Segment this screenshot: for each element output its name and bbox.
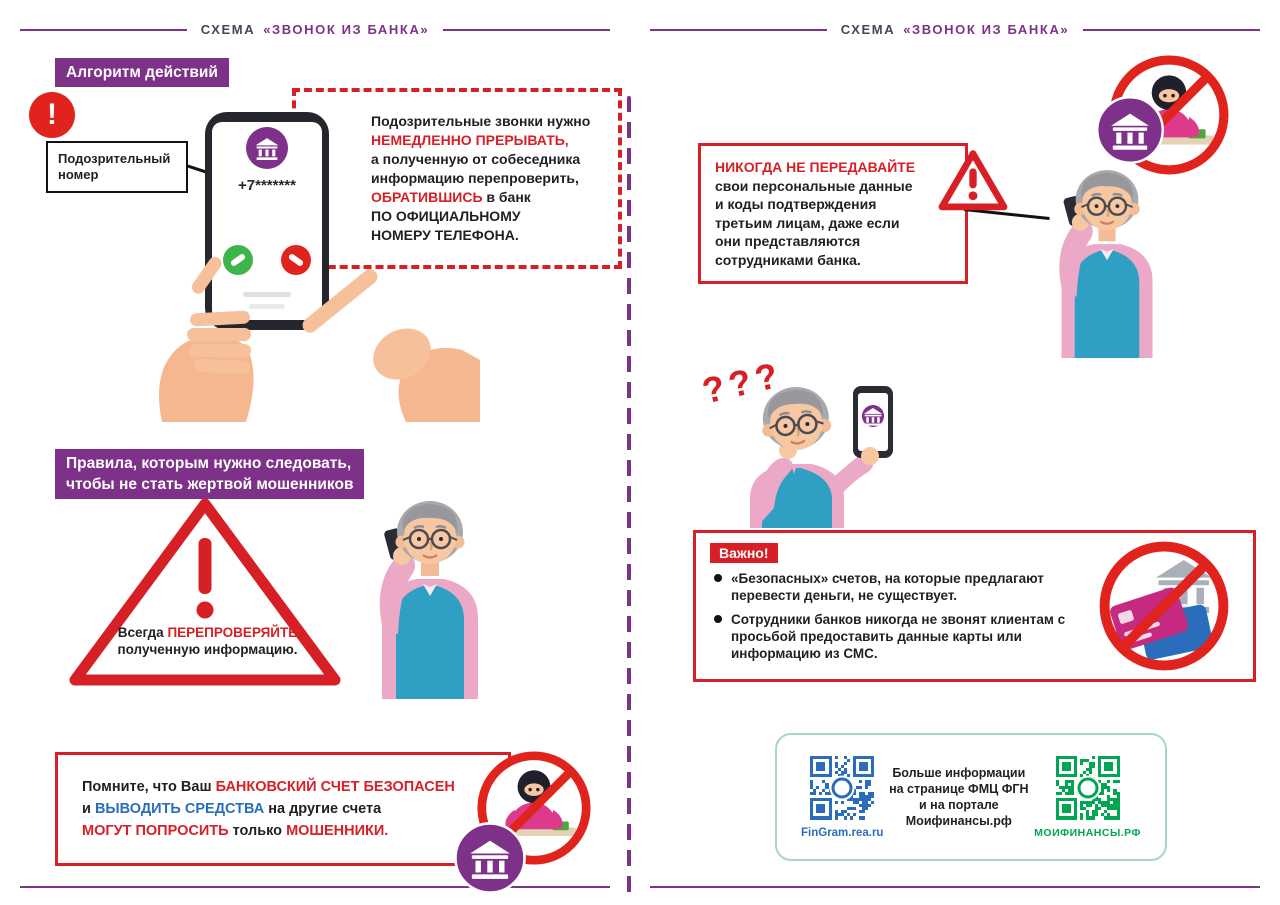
cards-prohibition-icon <box>1098 540 1230 672</box>
bullet-dot-icon <box>714 574 722 582</box>
page-title-prefix: СХЕМА <box>840 22 896 37</box>
important-bullet: Сотрудники банков никогда не звонят клие… <box>714 611 1110 662</box>
bank-badge-icon <box>452 820 528 896</box>
important-bullet: «Безопасных» счетов, на которые предлага… <box>714 570 1110 604</box>
qr-code-fingram <box>810 755 875 820</box>
elderly-man-illustration <box>1012 154 1202 358</box>
warning-triangle-icon <box>936 146 1010 213</box>
suspicious-number-callout: Подозрительный номер <box>46 141 188 193</box>
puzzled-man-illustration <box>750 382 893 528</box>
algorithm-badge: Алгоритм действий <box>55 58 229 87</box>
moifinansy-label: МОИФИНАНСЫ.РФ <box>1034 826 1141 839</box>
incoming-number: +7******* <box>238 177 296 194</box>
page-title: СХЕМА «ЗВОНОК ИЗ БАНКА» <box>841 22 1070 37</box>
phone-with-bank-app <box>853 386 893 458</box>
fingram-label: FinGram.rea.ru <box>801 826 884 839</box>
pointing-hand <box>302 269 480 422</box>
phone-call-illustration: +7******* <box>159 112 480 422</box>
left-footer-rule <box>20 886 610 888</box>
right-footer-rule <box>650 886 1260 888</box>
page-title-prefix: СХЕМА <box>200 22 256 37</box>
page-title: СХЕМА «ЗВОНОК ИЗ БАНКА» <box>201 22 430 37</box>
more-info-text: Больше информации на странице ФМЦ ФГН и … <box>889 766 1029 828</box>
page-title-main: «ЗВОНОК ИЗ БАНКА» <box>903 22 1070 37</box>
elderly-man-illustration <box>330 484 530 699</box>
left-page-header: СХЕМА «ЗВОНОК ИЗ БАНКА» <box>20 22 610 37</box>
alert-icon: ! <box>29 92 75 138</box>
header-rule <box>20 28 187 31</box>
header-rule <box>443 28 610 31</box>
header-rule <box>1083 28 1260 31</box>
bullet-text: «Безопасных» счетов, на которые предлага… <box>731 571 1044 603</box>
more-info-box: FinGram.rea.ru Больше информации на стра… <box>775 733 1167 861</box>
holding-hand <box>159 256 254 422</box>
header-rule <box>650 28 827 31</box>
bullet-dot-icon <box>714 615 722 623</box>
right-page-header: СХЕМА «ЗВОНОК ИЗ БАНКА» <box>650 22 1260 37</box>
warning-triangle-icon <box>69 498 341 686</box>
bullet-text: Сотрудники банков никогда не звонят клие… <box>731 612 1066 661</box>
moifinansy-qr-column: МОИФИНАНСЫ.РФ <box>1034 755 1141 839</box>
page-title-main: «ЗВОНОК ИЗ БАНКА» <box>263 22 430 37</box>
fingram-qr-column: FinGram.rea.ru <box>801 755 884 839</box>
qr-code-moifinansy <box>1055 755 1120 820</box>
center-dashed-divider <box>627 96 631 902</box>
rules-badge: Правила, которым нужно следовать, чтобы … <box>55 449 365 499</box>
important-badge: Важно! <box>710 543 778 563</box>
reminder-box: Помните, что Ваш БАНКОВСКИЙ СЧЕТ БЕЗОПАС… <box>55 752 511 866</box>
